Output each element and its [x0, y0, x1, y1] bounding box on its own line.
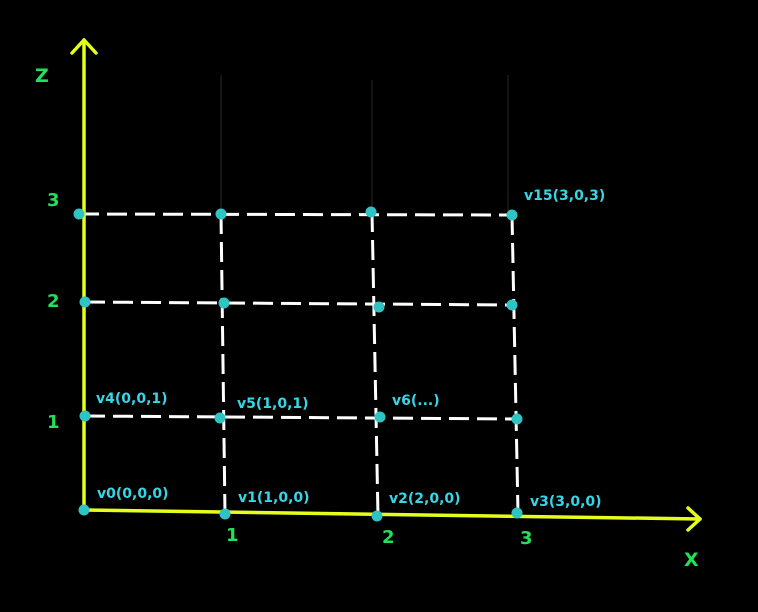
vertices: [73, 206, 523, 522]
vertex-v9: [218, 297, 230, 309]
vertex-label-v15: v15(3,0,3): [524, 188, 605, 204]
vertex-label-v4: v4(0,0,1): [96, 391, 168, 407]
grid-lines: [78, 211, 520, 517]
grid-line-z1: [84, 414, 518, 421]
grid-line-z3: [78, 212, 513, 217]
vertex-label-v6: v6(...): [392, 393, 440, 409]
x-axis-arrowhead: [686, 506, 702, 532]
vertex-v13: [215, 208, 227, 220]
vertex-v11: [506, 299, 518, 311]
x-tick-label-1: 1: [226, 525, 239, 546]
vertex-v15: [506, 209, 518, 221]
x-axis-label: X: [684, 549, 699, 571]
x-tick-label-3: 3: [520, 528, 533, 549]
faint-guide-lines: [220, 75, 509, 212]
grid-line-x3: [510, 214, 520, 514]
vertex-v0: [78, 504, 90, 516]
vertex-v6: [374, 411, 386, 423]
grid-line-x2: [370, 211, 380, 517]
vertex-v7: [511, 413, 523, 425]
z-axis-arrowhead: [70, 38, 98, 55]
z-tick-label-1: 1: [47, 412, 60, 433]
vertex-v4: [79, 410, 91, 422]
axes: [70, 38, 702, 532]
vertex-label-v5: v5(1,0,1): [237, 396, 309, 412]
vertex-v14: [365, 206, 377, 218]
x-tick-label-2: 2: [382, 527, 395, 548]
vertex-label-v0: v0(0,0,0): [97, 486, 169, 502]
vertex-label-v3: v3(3,0,0): [530, 494, 602, 510]
vertex-v3: [511, 507, 523, 519]
vertex-label-v2: v2(2,0,0): [389, 491, 461, 507]
vertex-v5: [214, 412, 226, 424]
z-axis-label: Z: [35, 65, 49, 87]
vertex-v8: [79, 296, 91, 308]
vertex-v1: [219, 508, 231, 520]
vertex-v2: [371, 510, 383, 522]
vertex-v12: [73, 208, 85, 220]
z-tick-label-3: 3: [47, 190, 60, 211]
vertex-v10: [373, 301, 385, 313]
vertex-label-v1: v1(1,0,0): [238, 490, 310, 506]
x-axis-line: [82, 508, 702, 521]
z-tick-label-2: 2: [47, 291, 60, 312]
grid-line-z2: [84, 300, 513, 307]
grid-line-x1: [219, 213, 227, 515]
